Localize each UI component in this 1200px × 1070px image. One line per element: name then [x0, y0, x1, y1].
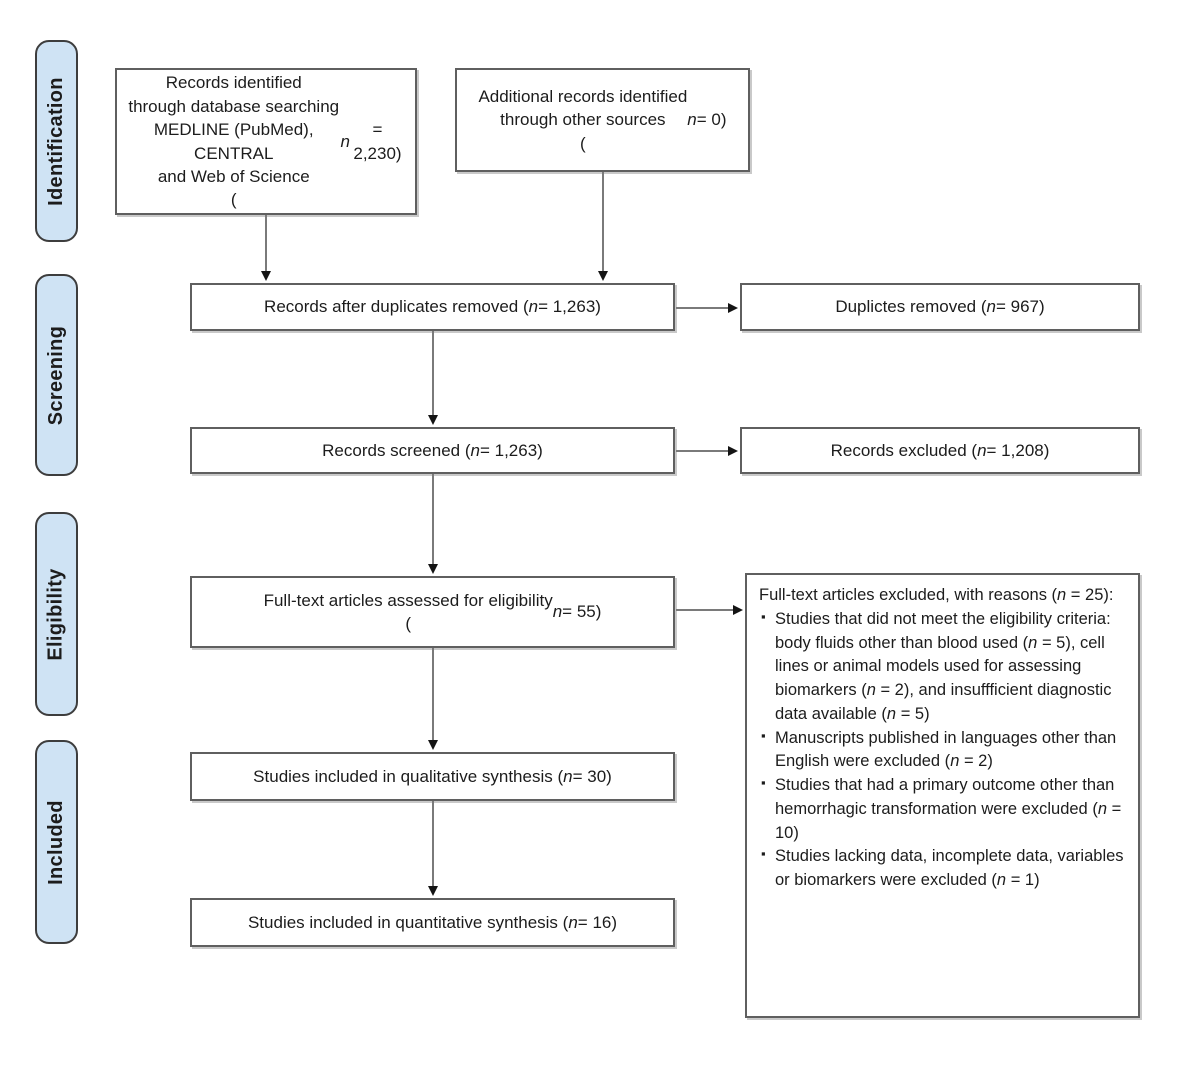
fulltext-excluded-title: Full-text articles excluded, with reason…: [759, 586, 1114, 604]
arrow-after-duplicates-to-screened: [427, 331, 438, 425]
arrow-screened-to-fulltext: [427, 474, 438, 574]
box-records-excluded: Records excluded (n = 1,208): [740, 427, 1140, 474]
box-records-screened: Records screened (n = 1,263): [190, 427, 675, 474]
box-qualitative-synthesis: Studies included in qualitative synthesi…: [190, 752, 675, 801]
arrow-to-fulltext-excluded: [676, 604, 743, 615]
exclusion-reason-item: Studies that did not meet the eligibilit…: [759, 608, 1130, 727]
exclusion-reason-item: Manuscripts published in languages other…: [759, 727, 1130, 775]
arrow-identified-to-after-duplicates: [260, 215, 271, 281]
stage-identification-label: Identification: [45, 76, 67, 206]
stage-included-label: Included: [45, 799, 68, 885]
stage-eligibility: Eligibility: [35, 512, 78, 716]
arrow-other-sources-to-after-duplicates: [597, 172, 608, 281]
stage-identification: Identification: [35, 40, 78, 242]
stage-included: Included: [35, 740, 78, 944]
arrow-to-records-excluded: [676, 445, 738, 456]
arrow-qualitative-to-quantitative: [427, 801, 438, 896]
box-additional-records-other-sources: Additional records identified through ot…: [455, 68, 750, 172]
fulltext-excluded-reasons: Studies that did not meet the eligibilit…: [759, 608, 1130, 893]
exclusion-reason-item: Studies that had a primary outcome other…: [759, 774, 1130, 845]
arrow-fulltext-to-qualitative: [427, 648, 438, 750]
stage-screening-label: Screening: [45, 325, 67, 425]
box-fulltext-assessed: Full-text articles assessed for eligibil…: [190, 576, 675, 648]
box-records-identified-database: Records identified through database sear…: [115, 68, 417, 215]
stage-screening: Screening: [35, 274, 78, 476]
box-records-after-duplicates: Records after duplicates removed (n = 1,…: [190, 283, 675, 331]
arrow-to-duplicates-removed: [676, 302, 738, 313]
exclusion-reason-item: Studies lacking data, incomplete data, v…: [759, 845, 1130, 893]
box-quantitative-synthesis: Studies included in quantitative synthes…: [190, 898, 675, 947]
box-duplicates-removed: Duplictes removed (n = 967): [740, 283, 1140, 331]
box-fulltext-excluded: Full-text articles excluded, with reason…: [745, 573, 1140, 1018]
stage-eligibility-label: Eligibility: [45, 567, 68, 661]
